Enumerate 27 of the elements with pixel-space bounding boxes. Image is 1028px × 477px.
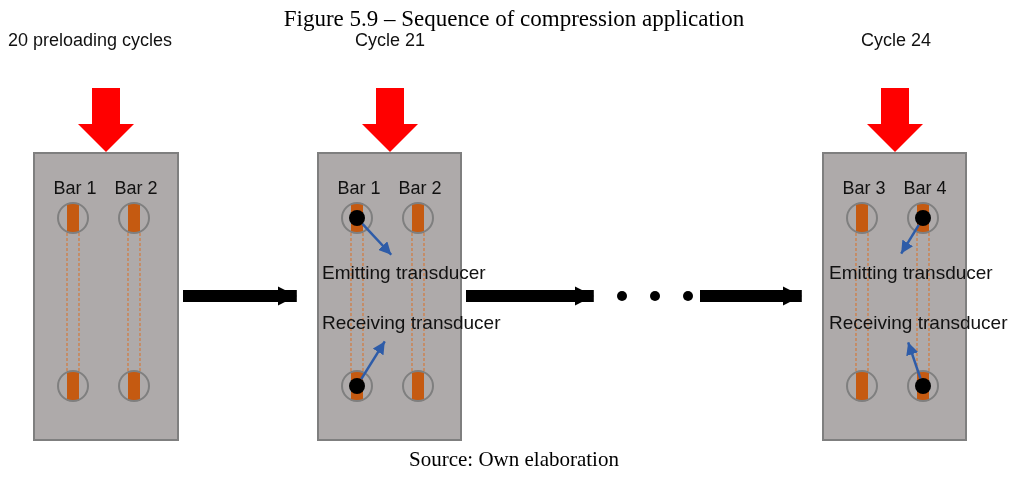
bar-label: Bar 1: [336, 178, 382, 199]
transducer-dot: [915, 210, 931, 226]
transducer-dot: [915, 378, 931, 394]
leader-arrow: [900, 224, 920, 255]
bar-label: Bar 2: [113, 178, 159, 199]
cycle-heading: Cycle 24: [860, 30, 932, 51]
figure-title: Figure 5.9 – Sequence of compression application: [282, 6, 746, 32]
transducer-label: Receiving transducer: [322, 312, 501, 333]
transducer-label: Emitting transducer: [322, 262, 486, 283]
source-caption: Source: Own elaboration: [408, 447, 620, 472]
leader-arrow: [361, 223, 393, 256]
cycle-heading: 20 preloading cycles: [6, 30, 174, 51]
transducer-dot: [349, 210, 365, 226]
bar-label: Bar 1: [52, 178, 98, 199]
transducer-dot: [349, 378, 365, 394]
cycle-heading: Cycle 21: [354, 30, 425, 51]
transducer-label: Receiving transducer: [829, 312, 1008, 333]
specimen-panel: [33, 152, 179, 441]
sequence-arrow: [700, 286, 802, 306]
leader-arrow: [906, 341, 922, 379]
bar-label: Bar 3: [841, 178, 887, 199]
sequence-arrow: [466, 286, 594, 306]
bar-label: Bar 2: [397, 178, 443, 199]
sequence-arrow: [183, 286, 297, 306]
bar-label: Bar 4: [902, 178, 948, 199]
leader-arrow: [360, 340, 386, 380]
transducer-label: Emitting transducer: [829, 262, 993, 283]
